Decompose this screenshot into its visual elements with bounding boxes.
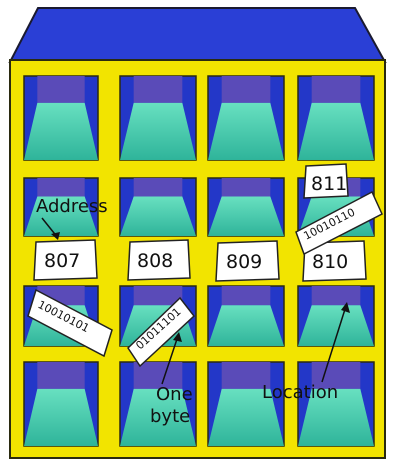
address-tag-807: 807: [34, 240, 97, 280]
memory-cell-r3-c2: [208, 362, 284, 446]
memory-cell-r3-c0: [24, 362, 98, 446]
address-809-text: 809: [226, 251, 262, 273]
memory-cell-r0-c3: [298, 76, 374, 160]
label-byte: byte: [150, 406, 190, 427]
memory-cell-r3-c3: [298, 362, 374, 446]
memory-cell-r0-c1: [120, 76, 196, 160]
memory-cell-r0-c2: [208, 76, 284, 160]
address-811-text: 811: [311, 173, 347, 195]
label-address: Address: [36, 196, 108, 217]
address-807-text: 807: [44, 250, 80, 272]
memory-cell-r0-c0: [24, 76, 98, 160]
label-location: Location: [262, 382, 338, 403]
label-one: One: [156, 384, 193, 405]
memory-cell-r1-c1: [120, 178, 196, 236]
address-810-text: 810: [312, 251, 348, 273]
address-tag-811: 811: [304, 164, 348, 198]
address-808-text: 808: [137, 250, 173, 272]
address-tag-809: 809: [216, 241, 279, 281]
memory-cell-r1-c2: [208, 178, 284, 236]
cabinet-roof: [10, 8, 385, 62]
memory-cell-r2-c2: [208, 286, 284, 346]
address-tag-808: 808: [128, 240, 190, 280]
